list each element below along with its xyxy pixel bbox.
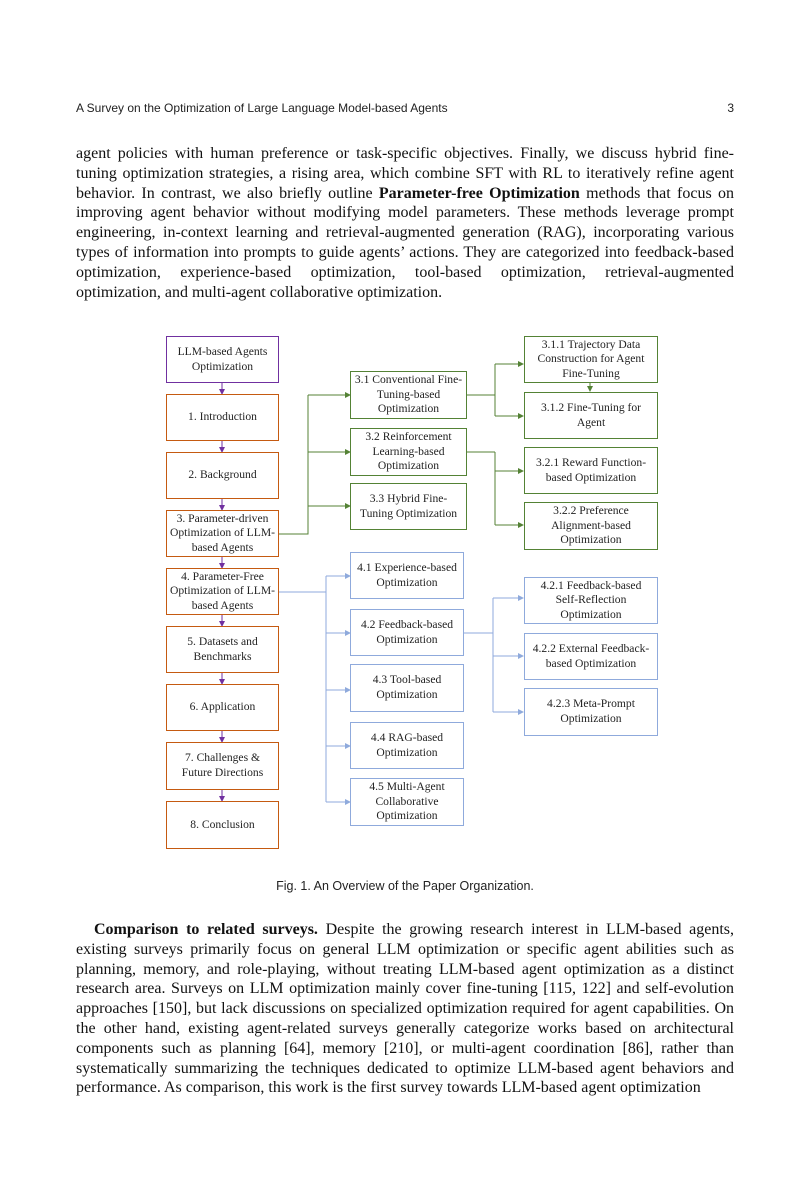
subsection-3-3: 3.3 Hybrid Fine-Tuning Optimization [350, 483, 467, 530]
subsubsection-4-2-2: 4.2.2 External Feedback-based Optimizati… [524, 633, 658, 680]
section-application: 6. Application [166, 684, 279, 731]
comparison-text: Despite the growing research interest in… [76, 921, 735, 1097]
intro-bold-term: Parameter-free Optimization [378, 184, 580, 202]
figure-caption: Fig. 1. An Overview of the Paper Organiz… [276, 879, 534, 893]
subsubsection-3-1-2: 3.1.2 Fine-Tuning for Agent [524, 392, 658, 439]
intro-text-1: agent policies with human preference or … [76, 145, 734, 202]
subsection-3-2: 3.2 Reinforcement Learning-based Optimiz… [350, 428, 467, 476]
running-title: A Survey on the Optimization of Large La… [76, 101, 448, 115]
subsection-4-5: 4.5 Multi-Agent Collaborative Optimizati… [350, 778, 464, 826]
root-box: LLM-based Agents Optimization [166, 336, 279, 383]
subsubsection-4-2-3: 4.2.3 Meta-Prompt Optimization [524, 688, 658, 736]
section-introduction: 1. Introduction [166, 394, 279, 441]
param-free-arrows [278, 573, 524, 805]
section-challenges: 7. Challenges & Future Directions [166, 742, 279, 790]
subsubsection-3-1-1: 3.1.1 Trajectory Data Construction for A… [524, 336, 658, 383]
intro-text-2: methods that focus on improving agent be… [76, 184, 735, 301]
comparison-heading: Comparison to related surveys. [94, 921, 318, 938]
section-param-free: 4. Parameter-Free Optimization of LLM-ba… [166, 568, 279, 615]
running-header: A Survey on the Optimization of Large La… [76, 101, 734, 119]
intro-paragraph: agent policies with human preference or … [76, 144, 734, 302]
section-conclusion: 8. Conclusion [166, 801, 279, 849]
subsection-3-1: 3.1 Conventional Fine-Tuning-based Optim… [350, 371, 467, 419]
section-param-driven: 3. Parameter-driven Optimization of LLM-… [166, 510, 279, 557]
param-driven-arrows [278, 361, 593, 535]
page-number: 3 [727, 101, 734, 115]
subsection-4-4: 4.4 RAG-based Optimization [350, 722, 464, 769]
subsection-4-2: 4.2 Feedback-based Optimization [350, 609, 464, 656]
section-datasets: 5. Datasets and Benchmarks [166, 626, 279, 673]
subsubsection-4-2-1: 4.2.1 Feedback-based Self-Reflection Opt… [524, 577, 658, 624]
section-background: 2. Background [166, 452, 279, 499]
subsection-4-1: 4.1 Experience-based Optimization [350, 552, 464, 599]
comparison-paragraph: Comparison to related surveys. Despite t… [76, 920, 734, 1098]
subsection-4-3: 4.3 Tool-based Optimization [350, 664, 464, 712]
subsubsection-3-2-2: 3.2.2 Preference Alignment-based Optimiz… [524, 502, 658, 550]
subsubsection-3-2-1: 3.2.1 Reward Function-based Optimization [524, 447, 658, 494]
